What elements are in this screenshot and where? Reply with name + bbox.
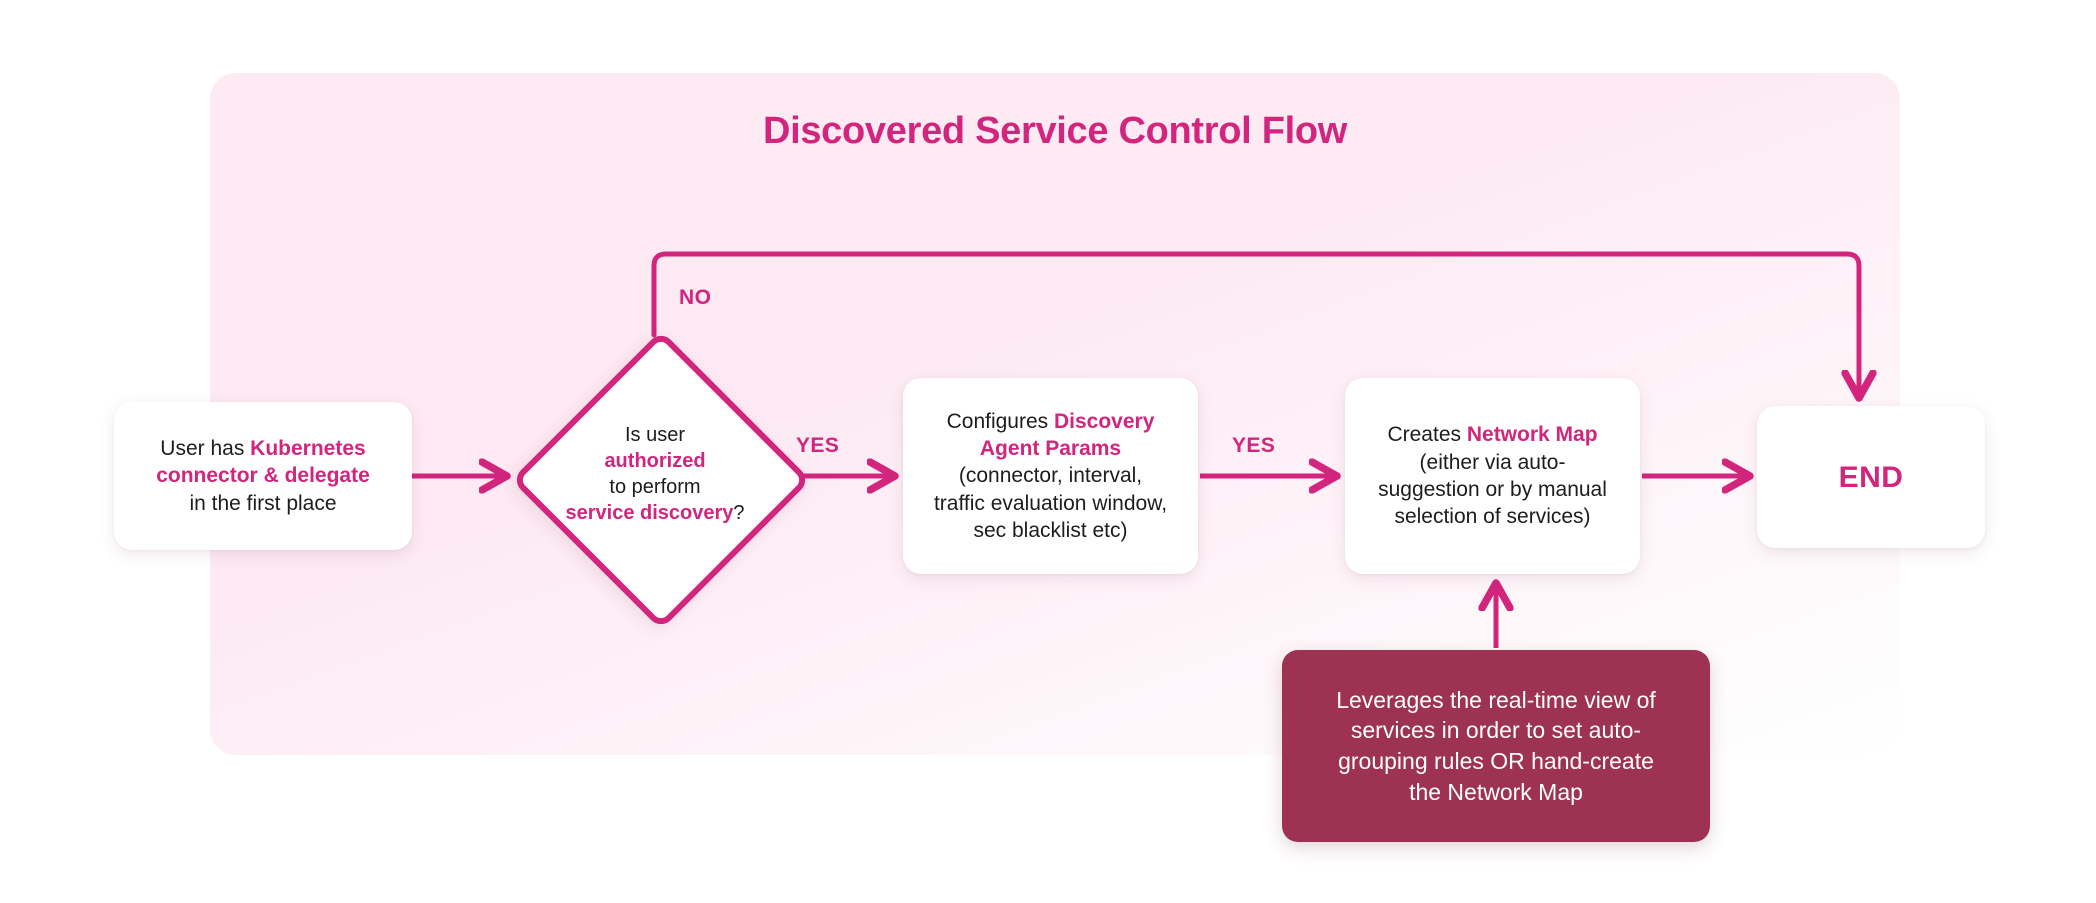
node-user-line1-highlight: Kubernetes [250,437,366,461]
node-configures-discovery-agent-params[interactable]: Configures Discovery Agent Params (conne… [903,378,1198,574]
node-config-line1-highlight: Discovery [1053,409,1155,433]
node-user-line1-pre: User has [160,437,251,461]
node-decision-text: Is user authorized to perform service di… [516,335,794,613]
node-user-line2-highlight: connector & delegate [156,464,370,488]
node-end[interactable]: END [1757,406,1985,548]
node-config-line2-highlight: Agent Params [979,437,1122,461]
edge-label-yes-config-to-netmap: YES [1232,434,1276,457]
node-netmap-line1-pre: Creates [1387,423,1467,447]
node-config-line5: sec blacklist etc) [973,518,1128,542]
node-decision-line3: to perform [609,476,701,498]
note-line2: services in order to set auto- [1350,717,1642,744]
note-line3: grouping rules OR hand-create [1338,748,1654,774]
node-netmap-line4: selection of services) [1394,505,1591,529]
node-creates-network-map[interactable]: Creates Network Map (either via auto- su… [1345,378,1640,574]
node-decision-is-user-authorized[interactable]: Is user authorized to perform service di… [511,330,811,630]
note-text: Leverages the real-time view of services… [1336,685,1656,807]
node-config-line1-pre: Configures [946,409,1054,433]
node-user-line3: in the first place [189,491,337,515]
note-line4: the Network Map [1409,778,1583,805]
node-decision-line1: Is user [624,424,686,446]
node-user-has-connector[interactable]: User has Kubernetes connector & delegate… [114,402,412,550]
edge-label-yes-decision-to-config: YES [796,434,840,457]
node-decision-line4-post: ? [733,502,745,524]
note-leverages-real-time-view[interactable]: Leverages the real-time view of services… [1282,650,1710,842]
node-netmap-text: Creates Network Map (either via auto- su… [1378,421,1607,530]
edge-decision-no-to-end [651,251,1859,396]
node-decision-line2-highlight: authorized [604,450,706,472]
node-end-label: END [1838,460,1904,494]
node-netmap-line2: (either via auto- [1419,450,1566,474]
node-netmap-line3: suggestion or by manual [1378,478,1607,501]
page-title: Discovered Service Control Flow [762,110,1348,152]
note-line1: Leverages the real-time view of [1336,686,1656,713]
node-config-line3: (connector, interval, [958,464,1143,488]
node-decision-line4-highlight: service discovery [565,502,734,524]
node-netmap-line1-highlight: Network Map [1466,423,1598,447]
node-user-text: User has Kubernetes connector & delegate… [156,435,370,517]
node-config-text: Configures Discovery Agent Params (conne… [934,408,1167,544]
node-config-line4: traffic evaluation window, [933,491,1168,515]
edge-label-no: NO [679,286,712,309]
